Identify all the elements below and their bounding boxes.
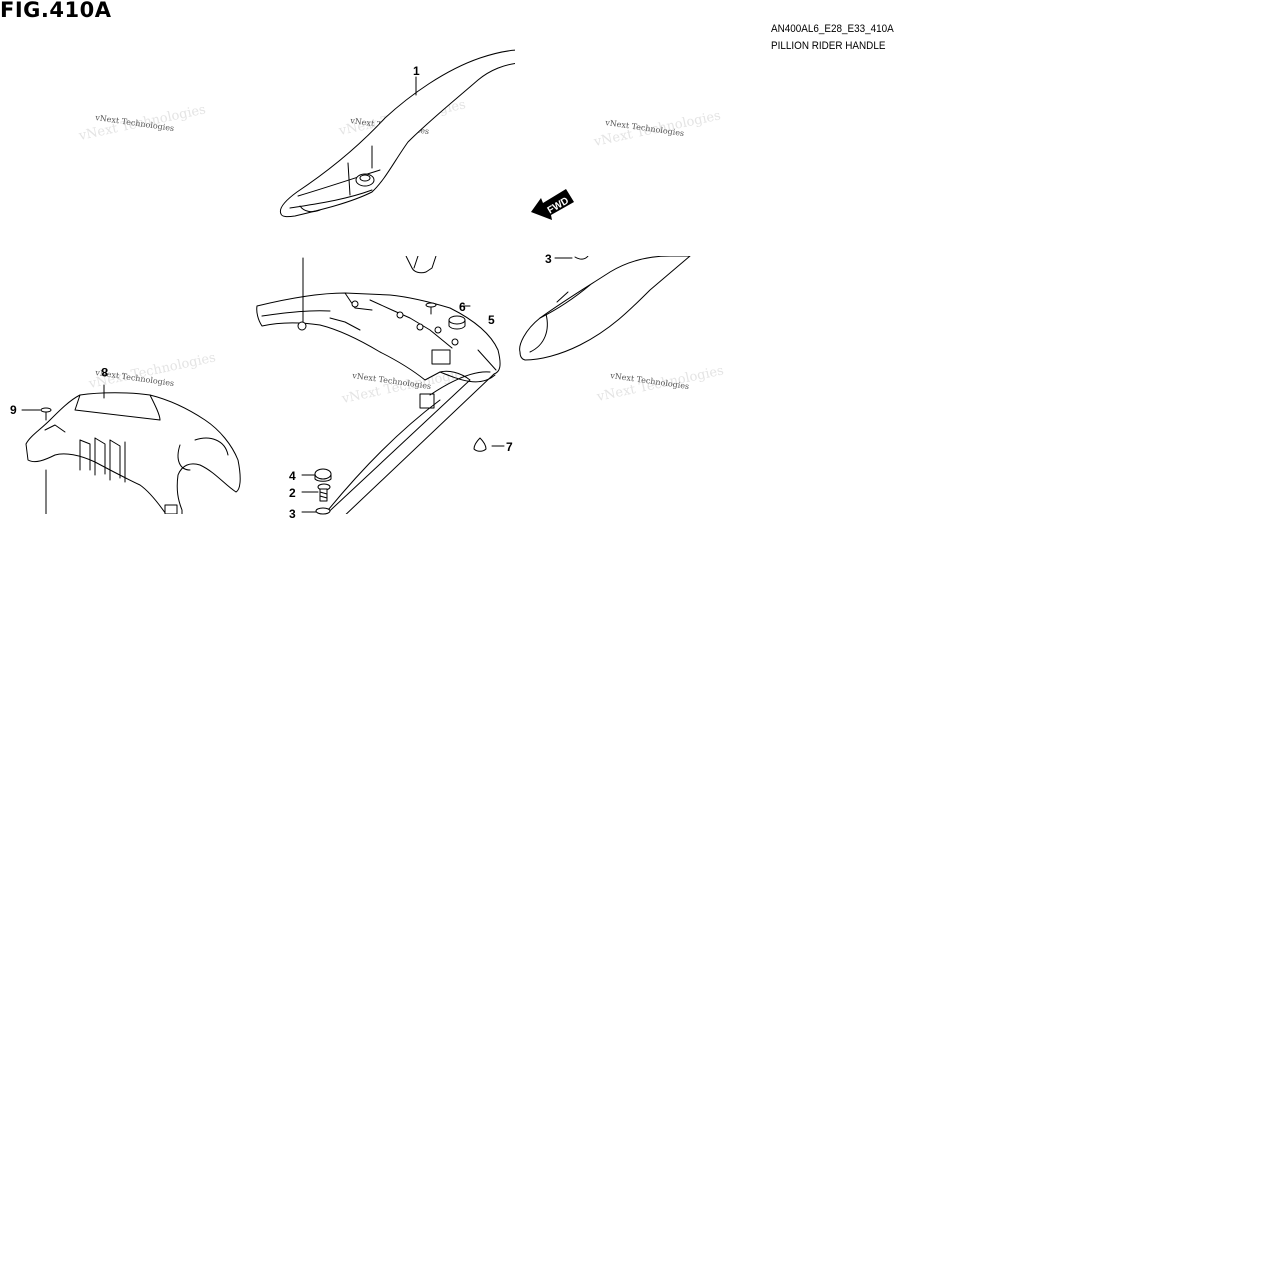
washer-part-3 [315,507,331,515]
figure-title: FIG.410A [0,0,112,22]
screw-part-9 [40,407,52,413]
grommet-part-5 [448,315,466,325]
callout-3: 3 [545,252,552,266]
callout-7: 7 [506,440,513,454]
callout-8: 8 [101,365,108,379]
model-code: AN400AL6_E28_E33_410A [771,23,894,35]
callout-5: 5 [488,313,495,327]
fwd-label: FWD [546,196,571,217]
callout-3: 3 [289,507,296,521]
cap-part-4 [314,468,332,480]
fastener-parts [40,302,487,515]
callout-2: 2 [289,486,296,500]
handle-assembly-view [256,256,501,514]
clip-part-7 [473,437,487,452]
rear-cover-view [25,384,241,514]
callout-6: 6 [459,300,466,314]
callout-9: 9 [10,403,17,417]
pillion-handle-top-view [279,49,515,218]
callout-labels: 1 2 3 3 4 5 6 7 8 9 [10,64,552,521]
leader-lines [21,76,505,513]
section-title: PILLION RIDER HANDLE [771,40,886,52]
fwd-arrow-icon: FWD [531,189,574,220]
callout-4: 4 [289,469,296,483]
handle-side-view [519,256,691,361]
screw-part-6 [425,302,437,308]
callout-1: 1 [413,64,420,78]
